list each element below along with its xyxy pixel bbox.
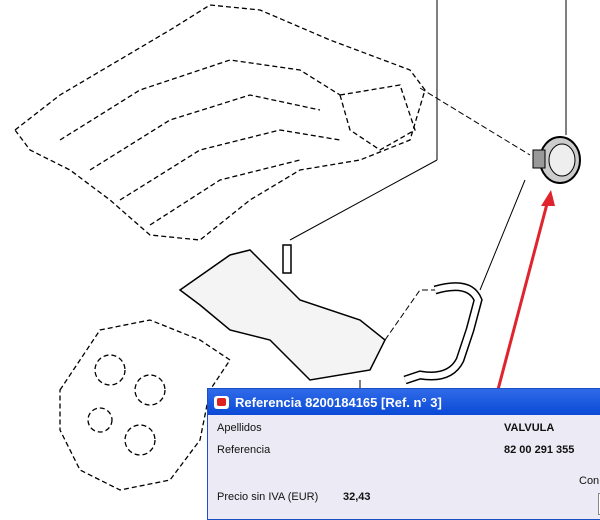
con-label: Con — [579, 475, 600, 487]
apellidos-value: VALVULA — [504, 422, 555, 434]
precio-label: Precio sin IVA (EUR) — [217, 491, 319, 503]
precio-value: 32,43 — [343, 491, 371, 503]
breather-hose — [403, 282, 483, 385]
referencia-label: Referencia — [217, 444, 271, 456]
app-icon — [214, 395, 229, 409]
valve-cover-plate — [178, 244, 386, 381]
reference-window[interactable]: Referencia 8200184165 [Ref. n° 3] Apelli… — [207, 388, 600, 520]
window-title: Referencia 8200184165 [Ref. n° 3] — [235, 394, 442, 410]
intake-manifold — [14, 4, 426, 241]
apellidos-label: Apellidos — [217, 422, 262, 434]
window-titlebar[interactable]: Referencia 8200184165 [Ref. n° 3] — [208, 389, 600, 415]
red-arrow — [488, 190, 555, 421]
leader-lines — [289, 0, 567, 390]
valve-part — [532, 136, 581, 184]
referencia-value: 82 00 291 355 — [504, 444, 575, 456]
cylinder-head — [59, 319, 231, 491]
